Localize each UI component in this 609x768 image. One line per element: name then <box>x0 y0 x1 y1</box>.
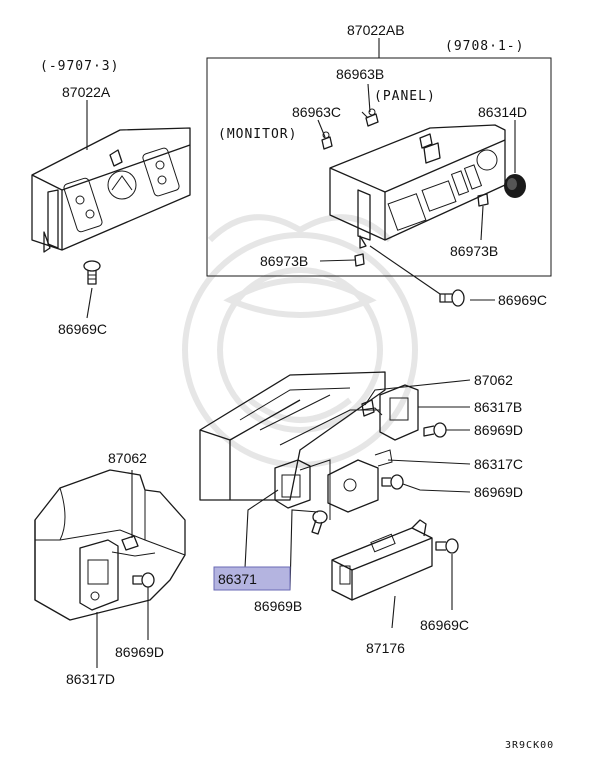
label-86969c-b: 86969C <box>498 292 547 308</box>
knob-86314d <box>504 174 526 198</box>
label-86317c: 86317C <box>474 456 523 472</box>
motor-86317d <box>79 539 156 611</box>
annotation-panel: (PANEL) <box>374 89 436 104</box>
label-86371: 86371 <box>218 571 257 587</box>
label-86973b-a: 86973B <box>260 253 308 269</box>
label-86969b: 86969B <box>254 598 302 614</box>
module-87176 <box>331 519 433 601</box>
screw-86969d-b <box>381 474 404 490</box>
control-panel-87022ab <box>329 124 506 249</box>
watermark-emblem <box>182 214 418 468</box>
label-86963b: 86963B <box>336 66 384 82</box>
screw-86969c-c <box>435 538 459 554</box>
screw-86969c-a <box>83 260 101 285</box>
ac-unit-housing <box>199 371 386 520</box>
label-87176: 87176 <box>366 640 405 656</box>
leader-lines <box>86 38 516 668</box>
label-87022ab: 87022AB <box>347 22 405 38</box>
clip-86973b-a <box>354 253 365 267</box>
motor-86317b <box>359 384 419 441</box>
screw-86969b <box>311 510 328 535</box>
label-86969c-a: 86969C <box>58 321 107 337</box>
screw-86969d-c <box>132 572 155 588</box>
clip-86973b-b <box>477 193 489 207</box>
highlight-86371 <box>213 566 291 591</box>
link-87062-left <box>121 535 139 551</box>
label-86317b: 86317B <box>474 399 522 415</box>
screw-86969c-b <box>439 289 465 307</box>
motor-86317c <box>327 449 393 513</box>
label-86314d: 86314D <box>478 104 527 120</box>
label-87062-a: 87062 <box>474 372 513 388</box>
bulb-86963c <box>321 131 333 150</box>
annotation-monitor: (MONITOR) <box>218 127 297 142</box>
label-86963c: 86963C <box>292 104 341 120</box>
unit-86371 <box>274 459 311 509</box>
label-86969c-c: 86969C <box>420 617 469 633</box>
bulb-86963b <box>365 108 379 127</box>
diagram-code: 3R9CK00 <box>505 740 554 751</box>
label-86969d-c: 86969D <box>115 644 164 660</box>
label-86969d-a: 86969D <box>474 422 523 438</box>
label-87062-b: 87062 <box>108 450 147 466</box>
date-range-early: (-9707·3) <box>40 59 119 74</box>
label-86317d: 86317D <box>66 671 115 687</box>
label-86969d-b: 86969D <box>474 484 523 500</box>
label-86973b-b: 86973B <box>450 243 498 259</box>
screw-86969d-a <box>423 422 447 438</box>
heater-unit-left <box>34 469 186 621</box>
label-87022a: 87022A <box>62 84 111 100</box>
date-range-late: (9708·1-) <box>445 39 524 54</box>
control-panel-87022a <box>31 127 191 253</box>
